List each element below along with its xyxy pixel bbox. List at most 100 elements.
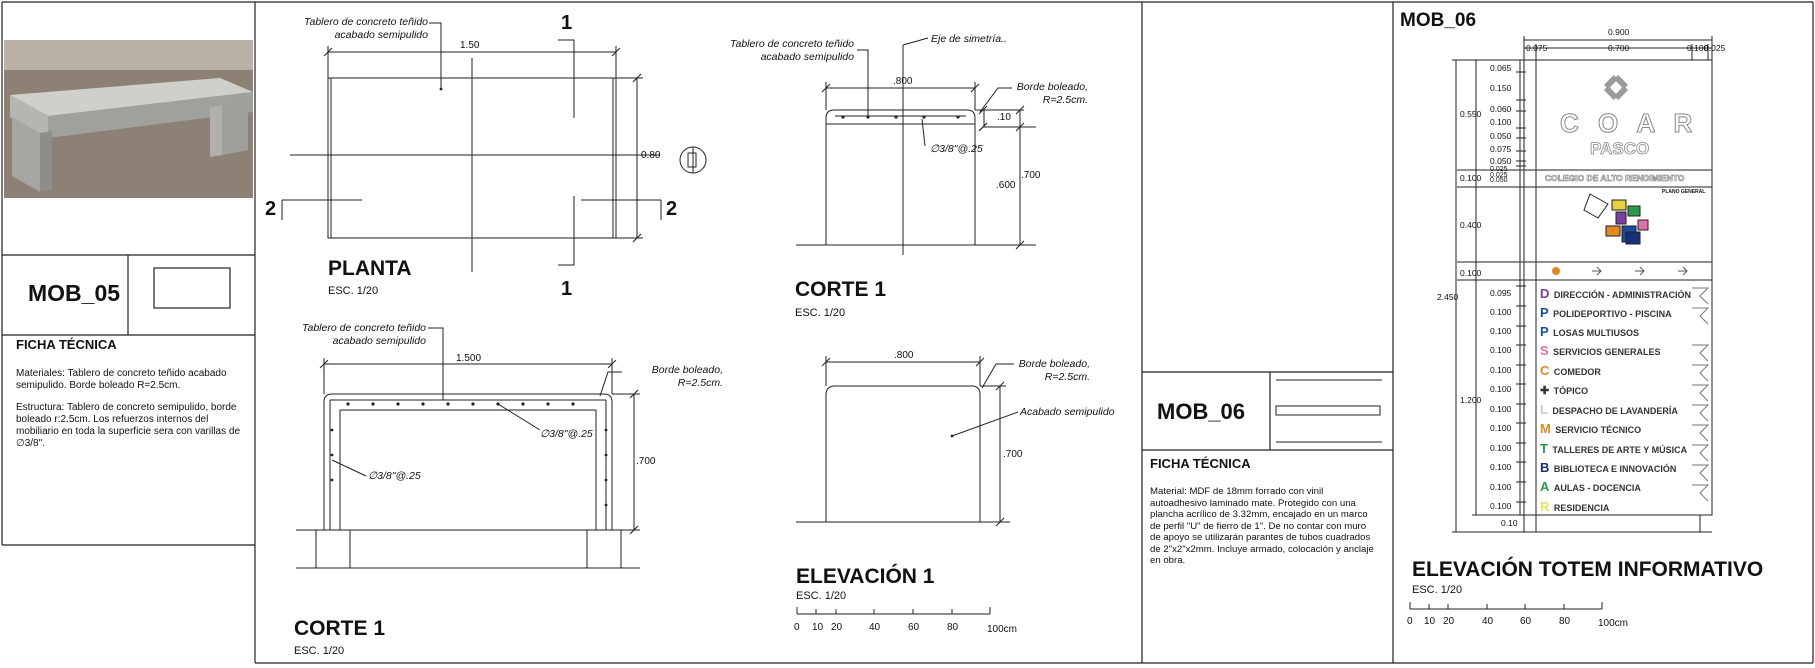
totem-dim-total-height: 2.450	[1437, 292, 1459, 302]
mob05-ficha-title: FICHA TÉCNICA	[16, 337, 117, 352]
legend-letter: R	[1540, 499, 1550, 514]
elevacion1-edge-line1: Borde boleado,	[1018, 358, 1090, 370]
mob06-ficha-text: Material: MDF de 18mm forrado con vinil …	[1150, 486, 1374, 566]
planta-cut-left: 2	[265, 198, 277, 220]
corte1-top-note-line1: Tablero de concreto teñido	[730, 38, 854, 50]
legend-dim: 0.100	[1490, 326, 1512, 336]
corte1-top-edge-line1: Borde boleado,	[1016, 81, 1088, 93]
legend-text: RESIDENCIA	[1553, 503, 1610, 513]
legend-dim: 0.100	[1490, 482, 1512, 492]
corte1-top-title: CORTE 1	[795, 278, 887, 301]
totem-scale: ESC. 1/20	[1412, 584, 1463, 596]
corte1-top-dim-top: .10	[997, 112, 1011, 123]
legend-dim: 0.100	[1490, 345, 1512, 355]
totem-dim-right: 0.150	[1490, 83, 1512, 93]
totem-sign-sub: PASCO	[1590, 139, 1650, 159]
scalebar-label: 60	[908, 622, 920, 633]
totem-dim-left: 0.400	[1460, 220, 1482, 230]
totem-dim-right: 0.075	[1490, 144, 1512, 154]
corte1-bottom-dim-length: 1.500	[456, 353, 482, 364]
scalebar-label: 40	[869, 622, 881, 633]
legend-item: C COMEDOR	[1540, 362, 1601, 380]
elevacion1-edge-note: Borde boleado, R=2.5cm.	[1004, 358, 1090, 384]
legend-dim: 0.100	[1490, 423, 1512, 433]
legend-text: COMEDOR	[1553, 367, 1601, 377]
elevacion1-edge-line2: R=2.5cm.	[1044, 371, 1090, 383]
planta-cut-top: 1	[561, 12, 573, 34]
legend-text: DIRECCIÓN - ADMINISTRACIÓN	[1553, 290, 1692, 300]
legend-letter: L	[1540, 402, 1548, 417]
planta-note-line2: acabado semipulido	[334, 29, 428, 41]
totem-dim-w-a: 0.075	[1526, 43, 1548, 53]
legend-item: A AULAS - DOCENCIA	[1540, 478, 1641, 496]
legend-letter: D	[1540, 286, 1550, 301]
legend-text: POLIDEPORTIVO - PISCINA	[1553, 309, 1672, 319]
planta-note: Tablero de concreto teñido acabado semip…	[296, 16, 428, 42]
legend-text: SERVICIOS GENERALES	[1553, 347, 1661, 357]
totem-dim-w-d: 0.025	[1704, 43, 1726, 53]
totem-title: ELEVACIÓN TOTEM INFORMATIVO	[1412, 558, 1764, 581]
coar-logo-icon	[1603, 74, 1629, 101]
totem-dim-right: 0.025	[1490, 166, 1508, 173]
legend-dim: 0.095	[1490, 288, 1512, 298]
totem-code: MOB_06	[1400, 10, 1477, 31]
legend-dim: 0.100	[1490, 307, 1512, 317]
legend-dim: 0.100	[1490, 384, 1512, 394]
legend-text: TÓPICO	[1553, 386, 1589, 396]
elevacion1-dim-height: .700	[1003, 449, 1023, 460]
totem-dim-left: 0.100	[1460, 268, 1482, 278]
legend-letter: S	[1540, 343, 1549, 358]
corte1-top-scale: ESC. 1/20	[795, 307, 846, 319]
elevacion1-dim-width: .800	[894, 350, 914, 361]
legend-item: ✚ TÓPICO	[1540, 381, 1588, 399]
legend-dim: 0.100	[1490, 365, 1512, 375]
corte1-top-dim-height: .700	[1021, 170, 1041, 181]
planta-title: PLANTA	[328, 257, 412, 280]
totem-dim-left: 0.550	[1460, 109, 1482, 119]
corte1-bottom-edge-note: Borde boleado, R=2.5cm.	[623, 364, 723, 390]
cross-icon: ✚	[1540, 385, 1550, 397]
scalebar-label: 60	[1520, 616, 1532, 627]
corte1-top-note-line2: acabado semipulido	[760, 51, 854, 63]
scalebar-label: 80	[947, 622, 959, 633]
scalebar-label: 20	[1443, 616, 1455, 627]
corte1-bottom-edge-line2: R=2.5cm.	[677, 377, 723, 389]
mob06-ficha-title: FICHA TÉCNICA	[1150, 456, 1251, 471]
scalebar-label: 80	[1559, 616, 1571, 627]
scalebar-label: 20	[831, 622, 843, 633]
legend-text: AULAS - DOCENCIA	[1553, 483, 1641, 493]
legend-item: B BIBLIOTECA E INNOVACIÓN	[1540, 459, 1676, 477]
corte1-top-rebar: ∅3/8"@.25	[930, 143, 983, 155]
legend-text: DESPACHO DE LAVANDERÍA	[1552, 406, 1678, 416]
elevacion1-title: ELEVACIÓN 1	[796, 565, 935, 588]
legend-text: BIBLIOTECA E INNOVACIÓN	[1553, 464, 1677, 474]
corte1-bottom-edge-line1: Borde boleado,	[651, 364, 723, 376]
campus-map-icon	[1583, 193, 1649, 245]
legend-letter: P	[1540, 324, 1549, 339]
corte1-bottom-rebar-a: ∅3/8"@.25	[540, 428, 593, 440]
totem-dim-right: 0.050	[1490, 177, 1508, 184]
totem-dim-right: 0.025	[1490, 172, 1508, 179]
scalebar-label: 0	[1407, 616, 1413, 627]
planta-cut-bottom: 1	[561, 278, 573, 300]
corte1-bottom-title: CORTE 1	[294, 617, 386, 640]
totem-dim-right: 0.100	[1490, 117, 1512, 127]
totem-sign-band: COLEGIO DE ALTO RENDIMIENTO	[1545, 173, 1685, 184]
legend-letter: B	[1540, 460, 1550, 475]
totem-dim-left: 0.100	[1460, 173, 1482, 183]
totem-dim-w-b: 0.700	[1608, 43, 1630, 53]
totem-dim-right: 0.065	[1490, 63, 1512, 73]
corte1-bottom-note: Tablero de concreto teñido acabado semip…	[292, 322, 426, 348]
planta-dim-length: 1.50	[460, 40, 480, 51]
elevacion1-scale: ESC. 1/20	[796, 590, 847, 602]
legend-dim: 0.100	[1490, 501, 1512, 511]
legend-item: D DIRECCIÓN - ADMINISTRACIÓN	[1540, 285, 1691, 303]
scalebar-label: 10	[812, 622, 824, 633]
legend-item: P LOSAS MULTIUSOS	[1540, 323, 1639, 341]
